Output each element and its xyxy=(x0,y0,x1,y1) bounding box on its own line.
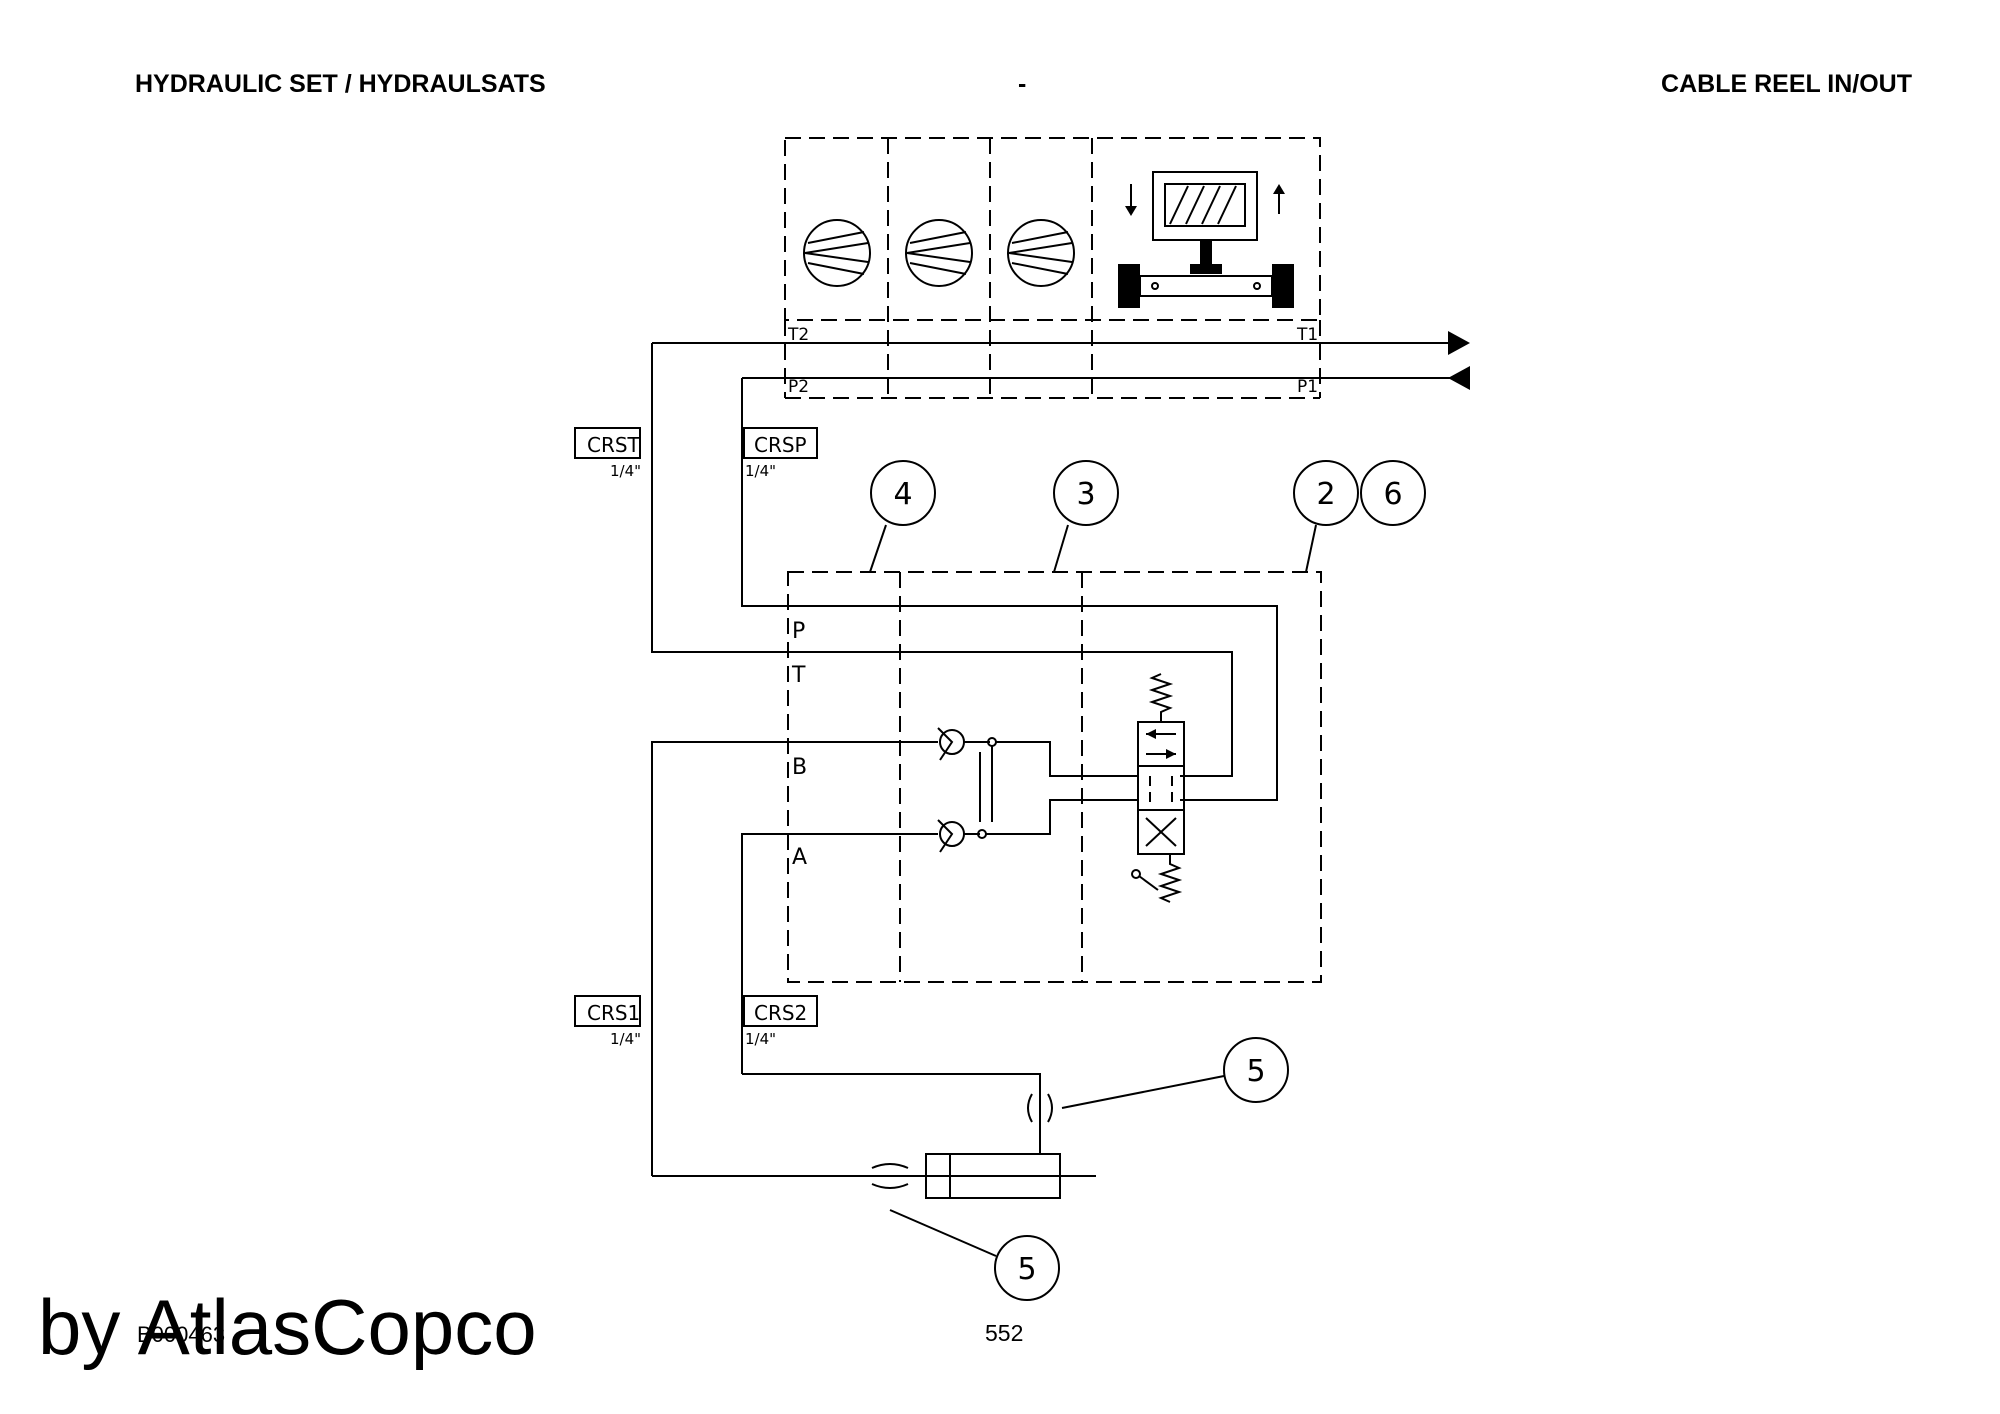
valve-spool-icon xyxy=(905,219,973,287)
hose-label-box-crs1 xyxy=(574,995,641,1027)
callout-label-2: 2 xyxy=(1316,477,1335,512)
valve-port-line-b xyxy=(996,741,1138,777)
callout-leader-5-lower xyxy=(889,1209,997,1257)
hose-crst xyxy=(651,343,1233,777)
callout-balloon-5-upper xyxy=(1223,1037,1289,1103)
hose-crsp xyxy=(741,378,1278,801)
check-valve-icon xyxy=(937,819,987,853)
page-number: 552 xyxy=(985,1320,1024,1346)
callout-balloon-4 xyxy=(870,460,936,526)
port-label-p: P xyxy=(792,619,805,644)
directional-valve-icon xyxy=(1131,673,1185,903)
callout-balloon-2 xyxy=(1293,460,1359,526)
port-label-t2: T2 xyxy=(787,325,809,345)
hose-label-box-crst xyxy=(574,427,641,459)
hose-crs2-to-cylinder xyxy=(742,1073,1041,1154)
hose-size-crs2: 1/4" xyxy=(745,1030,776,1048)
header-separator: - xyxy=(1018,70,1027,98)
cable-reel-controller-icon xyxy=(1118,171,1294,308)
callout-label-6: 6 xyxy=(1383,477,1402,512)
hose-size-crst: 1/4" xyxy=(610,462,641,480)
valve-spool-icon xyxy=(803,219,871,287)
orifice-icon xyxy=(1027,1093,1053,1123)
hose-label-box-crs2 xyxy=(743,995,818,1027)
hose-label-crs2: CRS2 xyxy=(754,1001,807,1025)
callout-balloon-3 xyxy=(1053,460,1119,526)
check-valve-icon xyxy=(937,727,997,761)
callout-label-5-lower: 5 xyxy=(1017,1252,1036,1287)
tank-line-arrow xyxy=(1448,331,1470,355)
hose-label-crst: CRST xyxy=(587,433,641,457)
callout-label-4: 4 xyxy=(893,477,912,512)
valve-spool-icon xyxy=(1007,219,1075,287)
hydraulic-cylinder-icon xyxy=(925,1153,1096,1199)
header-title-right: CABLE REEL IN/OUT xyxy=(1661,70,1912,98)
orifice-icon xyxy=(871,1163,909,1189)
valve-port-line-a xyxy=(986,799,1138,835)
callout-label-3: 3 xyxy=(1076,477,1095,512)
callout-leader-3 xyxy=(1053,524,1069,573)
valve-bank xyxy=(784,137,1321,399)
callout-leader-2 xyxy=(1305,524,1317,573)
hose-size-crs1: 1/4" xyxy=(610,1030,641,1048)
port-label-t: T xyxy=(791,663,806,688)
callout-label-5-upper: 5 xyxy=(1246,1054,1265,1089)
callout-balloon-6 xyxy=(1360,460,1426,526)
pressure-line-arrow xyxy=(1448,366,1470,390)
watermark: by AtlasCopco xyxy=(38,1283,537,1371)
hose-label-box-crsp xyxy=(743,427,818,459)
hose-crs1 xyxy=(651,741,938,1176)
port-label-b: B xyxy=(792,755,807,780)
port-label-p2: P2 xyxy=(788,377,809,397)
hose-crs2 xyxy=(741,833,938,1074)
port-label-t1: T1 xyxy=(1296,325,1318,345)
hose-size-crsp: 1/4" xyxy=(745,462,776,480)
hose-label-crsp: CRSP xyxy=(754,433,807,457)
callout-leader-4 xyxy=(869,524,887,573)
port-label-p1: P1 xyxy=(1297,377,1318,397)
callout-balloon-5-lower xyxy=(994,1235,1060,1301)
header-title-left: HYDRAULIC SET / HYDRAULSATS xyxy=(135,70,546,98)
hose-label-crs1: CRS1 xyxy=(587,1001,640,1025)
drawing-reference: B000463 xyxy=(137,1322,226,1347)
port-label-a: A xyxy=(792,845,807,870)
callout-leader-5-upper xyxy=(1061,1075,1225,1109)
